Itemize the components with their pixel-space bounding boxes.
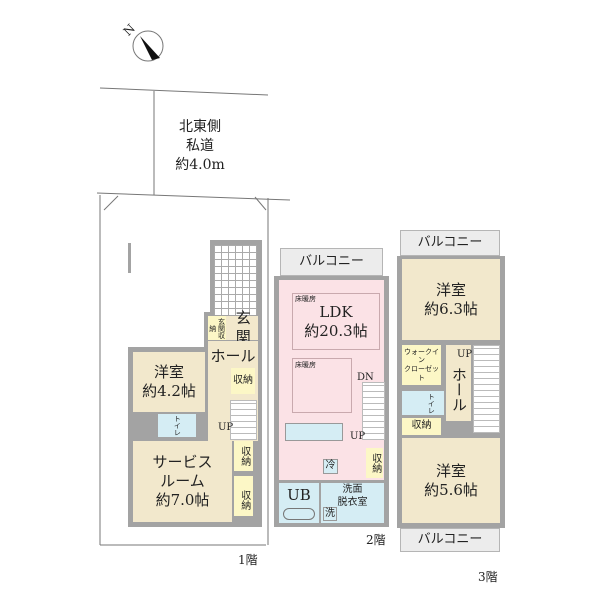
fridge-space: 冷	[323, 459, 338, 474]
floor2-storage: 収納	[366, 448, 383, 478]
storage-label: 収納	[411, 420, 432, 432]
storage-label: 収納	[238, 490, 250, 510]
floor3-storage: 収納	[402, 418, 441, 435]
floor1-storage-1: 収納	[231, 368, 255, 394]
entrance-storage-label: 玄関収納	[208, 316, 226, 340]
kitchen-counter	[285, 423, 343, 441]
road-type: 私道	[186, 137, 214, 154]
floor1-service-room: サービス ルーム 約7.0帖	[133, 441, 232, 522]
north-arrow-icon	[140, 36, 160, 60]
room-size: 約6.3帖	[424, 299, 478, 318]
hall-label: ホール	[449, 366, 468, 412]
wic-label-1: ウォークイン	[404, 347, 439, 365]
floor2-up-label: UP	[350, 431, 366, 442]
floor1-western-room: 洋室 約4.2帖	[133, 352, 205, 412]
ub-label: UB	[287, 486, 311, 504]
entry-porch-tiles	[214, 245, 257, 315]
road-side: 北東側	[179, 119, 221, 135]
floor1-label: 1階	[238, 553, 258, 567]
floor1-up-label: UP	[218, 422, 234, 433]
washer-space: 洗	[323, 507, 337, 521]
floor2-ldk	[279, 280, 384, 480]
room-name-1: サービス	[152, 453, 213, 472]
floor2-dn-label: DN	[357, 372, 374, 383]
floor-heating-label: 床暖房	[295, 361, 316, 369]
room-size: 約7.0帖	[155, 490, 210, 509]
balcony-label: バルコニー	[417, 234, 483, 250]
floor1-stairs	[230, 400, 257, 440]
room-name-2: ルーム	[160, 472, 205, 491]
storage-label: 収納	[369, 453, 381, 473]
floor-heating-area-1: 床暖房 LDK 約20.3帖	[292, 293, 380, 350]
washroom-label-2: 脱衣室	[337, 496, 368, 508]
ldk-size: 約20.3帖	[304, 321, 368, 340]
floor3-balcony-bottom: バルコニー	[400, 528, 500, 552]
room-size: 約5.6帖	[424, 480, 478, 499]
room-name: 洋室	[435, 280, 466, 299]
room-name: 洋室	[153, 363, 184, 382]
room-name: 洋室	[435, 461, 466, 480]
floor-heating-label: 床暖房	[295, 295, 316, 303]
floor2-unit-bath: UB	[279, 483, 319, 523]
floor3-balcony-top: バルコニー	[400, 230, 500, 256]
floor3-walk-in-closet: ウォークイン クローゼット	[402, 345, 441, 385]
ldk-label: LDK	[319, 302, 353, 321]
floor1-storage-2: 収納	[234, 441, 253, 471]
floor3-room-top: 洋室 約6.3帖	[402, 259, 500, 340]
floor2-balcony: バルコニー	[280, 248, 383, 276]
floor-heating-area-2: 床暖房	[292, 358, 352, 413]
road-edge-top	[99, 87, 269, 96]
floor2-label: 2階	[366, 533, 386, 547]
fridge-label: 冷	[325, 460, 336, 472]
road-label: 北東側 私道 約4.0m	[160, 118, 240, 175]
floor1-storage-3: 収納	[234, 476, 253, 516]
floor1-toilet: トイレ	[158, 414, 196, 437]
floor3-hall: UP ホール	[446, 345, 473, 421]
wic-label-2: クローゼット	[404, 365, 439, 382]
road-width: 約4.0m	[175, 156, 225, 173]
bathtub-icon	[283, 508, 315, 520]
floor3-toilet: トイレ	[402, 391, 444, 415]
washroom-label-1: 洗面	[342, 484, 363, 495]
storage-label: 収納	[238, 446, 250, 466]
compass-circle	[132, 30, 164, 62]
floor3-label: 3階	[478, 570, 498, 584]
balcony-label: バルコニー	[299, 253, 364, 269]
floor3-room-bottom: 洋室 約5.6帖	[402, 438, 500, 523]
balcony-label: バルコニー	[417, 531, 483, 547]
toilet-label: トイレ	[173, 415, 182, 436]
toilet-label: トイレ	[427, 392, 436, 414]
floor2-stairs	[362, 382, 385, 440]
floor3-stairs	[473, 345, 500, 433]
hall-label: ホール	[210, 347, 256, 365]
floor1-entrance: 玄関収納 玄関	[208, 309, 258, 346]
room-size: 約4.2帖	[142, 382, 196, 400]
floor3-up-label: UP	[457, 349, 473, 360]
storage-label: 収納	[233, 374, 253, 386]
wall-fragment	[128, 243, 131, 273]
floor2-washroom: 洗面 脱衣室 洗	[321, 483, 384, 523]
lot-boundary-top	[96, 192, 291, 201]
